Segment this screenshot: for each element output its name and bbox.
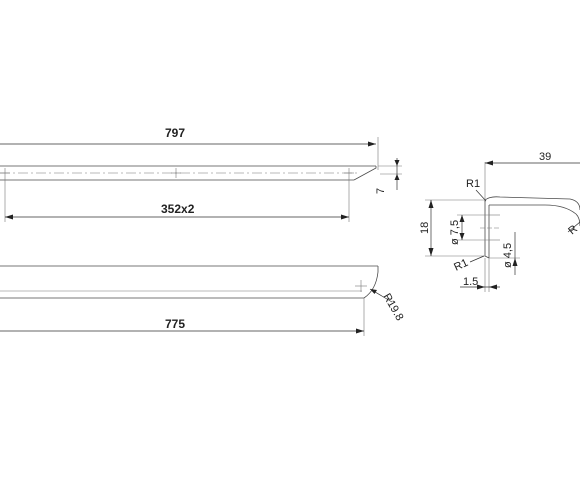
arrow-7-top — [394, 160, 400, 166]
arrow-15-left — [477, 284, 485, 290]
dim-label-r1-bottom: R1 — [452, 257, 470, 274]
arrow-352-left — [5, 214, 13, 220]
arrow-d45 — [512, 258, 518, 266]
leader-r1-bottom — [469, 255, 485, 263]
dim-label-18: 18 — [419, 222, 431, 234]
section-view: 39 R1 18 ø 7,5 R1 ø 4,5 — [419, 151, 580, 292]
dim-label-d75: ø 7,5 — [449, 220, 461, 245]
plan-end-arc — [363, 271, 379, 299]
dim-label-r19-8: R19.8 — [380, 292, 405, 323]
dim-label-r-lip: R — [566, 223, 580, 237]
dim-label-39: 39 — [539, 151, 551, 163]
profile-top-lip — [484, 196, 580, 211]
handle-end-taper — [353, 166, 377, 181]
dim-label-797: 797 — [165, 126, 185, 140]
arrow-18-top — [428, 200, 434, 208]
leader-r-lip — [567, 221, 580, 233]
hole-marker-left — [0, 168, 10, 178]
hole-marker-center — [171, 168, 181, 178]
dim-label-r1-top: R1 — [466, 178, 480, 190]
profile-back-edge — [484, 200, 490, 259]
arrow-d75-top — [459, 215, 465, 222]
front-view: 797 352x2 7 — [0, 126, 402, 222]
arrow-797 — [368, 141, 376, 147]
arrow-d75-bottom — [459, 233, 465, 240]
hole-marker-right — [344, 168, 354, 178]
arrow-7-bottom — [394, 174, 400, 180]
arrow-39 — [485, 160, 493, 166]
plan-view: R19.8 775 — [0, 265, 405, 336]
arrow-775 — [356, 328, 364, 334]
arrow-15-right — [489, 284, 497, 290]
arrow-352-right — [341, 214, 349, 220]
profile-underside — [489, 204, 580, 227]
dim-label-7: 7 — [375, 188, 387, 194]
dim-label-352x2: 352x2 — [161, 202, 195, 216]
arrow-r19-8 — [370, 289, 377, 294]
arrow-18-bottom — [428, 248, 434, 256]
dim-label-15: 1.5 — [463, 276, 478, 288]
dim-label-d45: ø 4,5 — [502, 243, 514, 268]
dim-label-775: 775 — [165, 317, 185, 331]
leader-r1-top — [475, 189, 487, 202]
